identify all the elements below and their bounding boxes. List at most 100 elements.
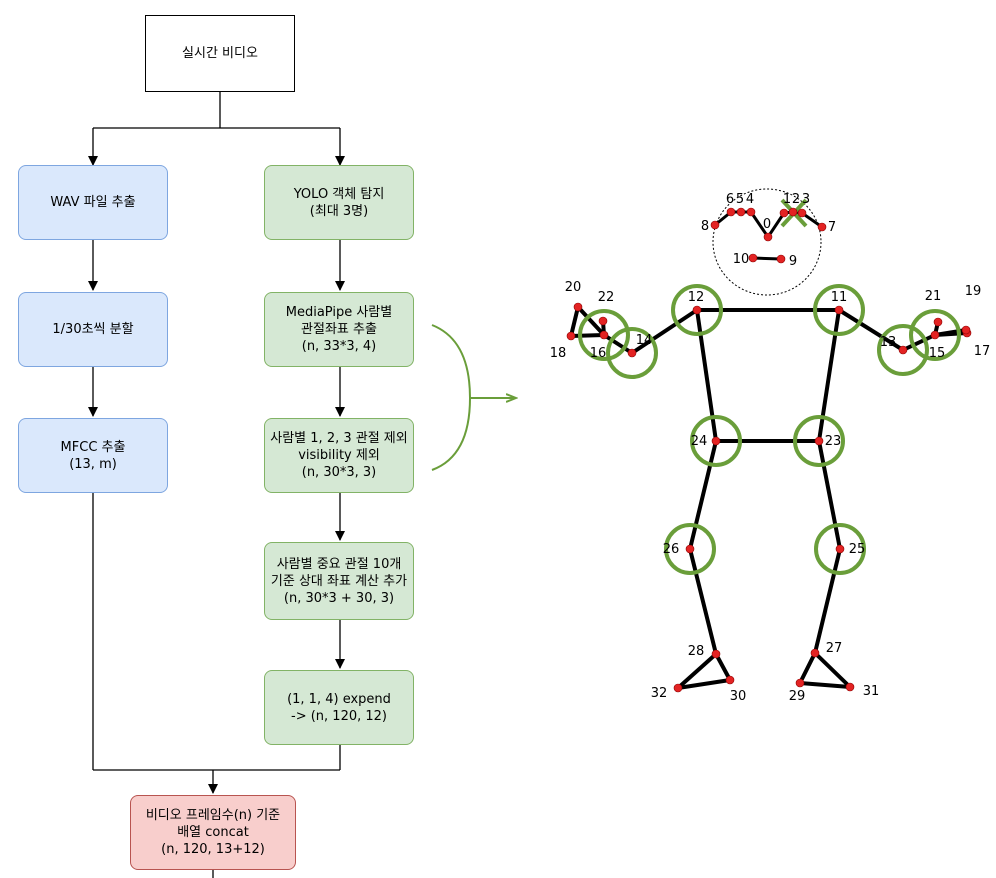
joint-label-28: 28	[688, 644, 705, 659]
joint-dot-13	[898, 345, 908, 355]
source-video-label: 실시간 비디오	[182, 46, 258, 61]
remove-joints-label-2: visibility 제외	[298, 448, 380, 463]
concat-label-2: 배열 concat	[177, 825, 249, 840]
joint-label-20: 20	[565, 280, 582, 295]
mediapipe-label: MediaPipe 사람별	[285, 305, 393, 320]
highlight-joint-24	[690, 415, 742, 467]
joint-dot-3	[797, 208, 807, 218]
joint-dot-15	[930, 330, 940, 340]
joint-label-31: 31	[863, 684, 880, 699]
joint-label-25: 25	[849, 542, 866, 557]
joint-dot-12	[692, 305, 702, 315]
joint-label-17: 17	[974, 344, 991, 359]
joint-label-12: 12	[688, 290, 705, 305]
joint-label-19: 19	[965, 284, 982, 299]
expand-box: (1, 1, 4) expend -> (n, 120, 12)	[264, 670, 414, 745]
relative-coords-label-2: 기준 상대 좌표 계산 추가	[270, 573, 408, 589]
bone-11-13	[837, 308, 905, 352]
remove-joints-label: 사람별 1, 2, 3 관절 제외	[270, 431, 408, 446]
joint-label-29: 29	[789, 689, 806, 704]
head-outline	[712, 188, 822, 296]
joint-dot-7	[817, 222, 827, 232]
joint-dot-26	[685, 544, 695, 554]
highlight-joint-11	[813, 284, 865, 336]
joint-label-24: 24	[691, 434, 708, 449]
joint-dot-23	[814, 436, 824, 446]
split-label: 1/30초씩 분할	[52, 322, 134, 337]
joint-dot-0	[763, 232, 773, 242]
mediapipe-label-2: 관절좌표 추출	[301, 322, 377, 337]
joint-dot-11	[834, 305, 844, 315]
joint-label-5: 5	[736, 192, 744, 207]
joint-dot-18	[566, 331, 576, 341]
joint-dot-4	[746, 207, 756, 217]
mfcc-box: MFCC 추출 (13, m)	[18, 418, 168, 493]
joint-label-10: 10	[733, 252, 750, 267]
joint-label-14: 14	[636, 333, 653, 348]
joint-dot-20	[573, 302, 583, 312]
bone-12-14	[630, 308, 699, 355]
bone-30-32	[676, 678, 732, 690]
joint-label-18: 18	[550, 346, 567, 361]
bone-4-0	[749, 210, 770, 239]
bone-28-30	[714, 652, 732, 682]
wav-extract-label: WAV 파일 추출	[50, 195, 136, 210]
joint-label-2: 2	[792, 192, 800, 207]
joint-dot-16	[599, 330, 609, 340]
joint-label-27: 27	[826, 641, 843, 656]
joint-label-22: 22	[598, 290, 615, 305]
highlight-joint-23	[793, 415, 845, 467]
bone-25-27	[813, 547, 842, 655]
yolo-label: YOLO 객체 탐지	[293, 186, 385, 202]
skeleton-bones	[569, 210, 969, 690]
expand-shape: -> (n, 120, 12)	[291, 708, 387, 724]
joint-dot-31	[845, 682, 855, 692]
joint-dot-1	[779, 208, 789, 218]
joint-dot-9	[776, 254, 786, 264]
joint-label-32: 32	[651, 686, 668, 701]
joint-dot-30	[725, 675, 735, 685]
mfcc-shape: (13, m)	[69, 456, 117, 472]
joint-dot-22	[598, 316, 608, 326]
highlight-joint-25	[814, 523, 866, 575]
joint-label-8: 8	[701, 219, 709, 234]
remove-joints-shape: (n, 30*3, 3)	[301, 465, 377, 480]
bone-14-16	[602, 333, 634, 355]
joint-dot-28	[711, 649, 721, 659]
highlight-joint-26	[664, 523, 716, 575]
bone-0-1	[766, 211, 786, 239]
joint-label-16: 16	[590, 346, 607, 361]
joint-label-3: 3	[802, 192, 810, 207]
highlight-joint-15	[909, 309, 961, 361]
bone-27-29	[798, 651, 817, 685]
joint-dot-32	[673, 683, 683, 693]
joint-label-6: 6	[726, 192, 734, 207]
joint-dot-10	[748, 253, 758, 263]
highlight-joint-12	[671, 284, 723, 336]
joint-label-15: 15	[929, 346, 946, 361]
mfcc-label: MFCC 추출	[60, 439, 126, 455]
relative-coords-box: 사람별 중요 관절 10개 기준 상대 좌표 계산 추가 (n, 30*3 + …	[264, 542, 414, 620]
expand-label: (1, 1, 4) expend	[287, 691, 391, 707]
remove-joints-box: 사람별 1, 2, 3 관절 제외 visibility 제외 (n, 30*3…	[264, 418, 414, 493]
joint-dot-6	[726, 207, 736, 217]
relative-coords-shape: (n, 30*3 + 30, 3)	[283, 590, 395, 606]
bone-16-18	[569, 333, 606, 338]
concat-box: 비디오 프레임수(n) 기준 배열 concat (n, 120, 13+12)	[130, 795, 296, 870]
joint-highlights	[578, 284, 961, 575]
joint-dot-24	[711, 436, 721, 446]
joint-label-11: 11	[831, 290, 848, 305]
bone-23-25	[817, 439, 842, 551]
joint-dot-27	[810, 648, 820, 658]
skeleton-joints	[566, 207, 972, 693]
bone-15-19	[933, 328, 968, 337]
joint-dot-8	[710, 220, 720, 230]
highlight-joint-13	[877, 324, 929, 376]
relative-coords-label: 사람별 중요 관절 10개	[276, 556, 402, 572]
wav-extract-box: WAV 파일 추출	[18, 165, 168, 240]
bone-26-28	[688, 547, 718, 656]
bone-24-26	[688, 439, 718, 551]
highlight-joint-14	[606, 327, 658, 379]
joint-dot-25	[835, 544, 845, 554]
